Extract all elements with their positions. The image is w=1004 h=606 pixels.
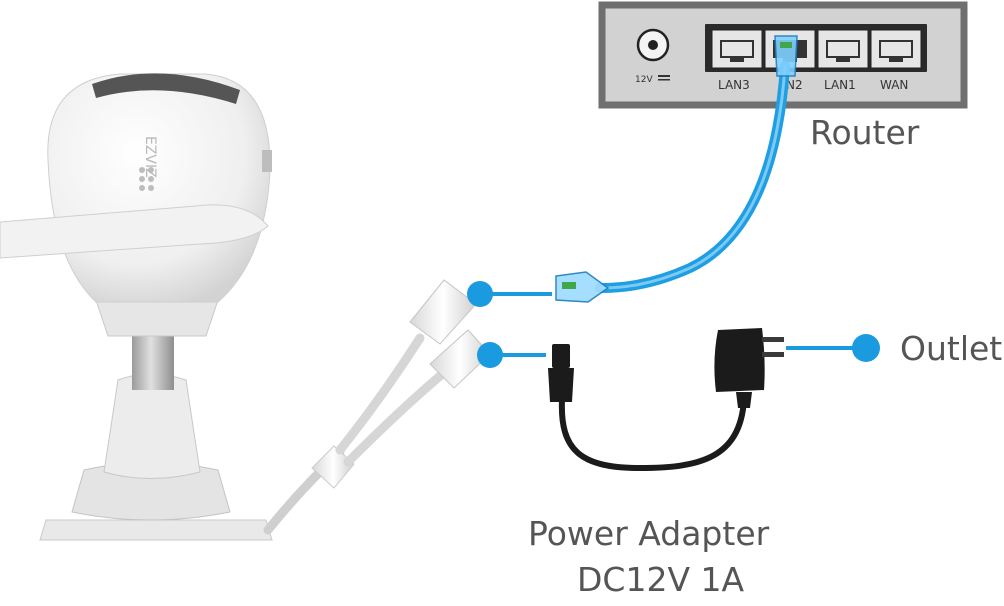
camera-body: [47, 73, 271, 303]
router-label: Router: [810, 113, 920, 152]
router-port-label-lan3: LAN3: [718, 78, 750, 92]
ethernet-plug-camera: [555, 271, 610, 303]
camera-lens-ring: [92, 73, 240, 104]
camera-side-detail: [262, 150, 272, 172]
camera-tail-cables: [263, 279, 491, 535]
camera-neck: [95, 299, 219, 337]
camera: EZVIZ: [0, 73, 273, 541]
adapter-prong-bottom: [762, 352, 784, 357]
outlet-label: Outlet: [900, 329, 1003, 368]
ethernet-cable: [555, 35, 798, 303]
callouts: [467, 281, 880, 368]
tail-cable-splitter: [311, 445, 355, 489]
router-port-label-lan1: LAN1: [824, 78, 856, 92]
power-adapter: [548, 328, 784, 472]
adapter-cable: [558, 397, 747, 472]
router-port-label-wan: WAN: [880, 78, 908, 92]
power-adapter-spec-label: DC12V 1A: [577, 560, 745, 599]
camera-sun-shield: [0, 204, 269, 259]
tail-cable-network: [335, 333, 425, 455]
adapter-body: [714, 328, 765, 392]
router-port-label-lan2: N2: [786, 78, 803, 92]
adapter-barrel-body: [548, 368, 574, 402]
tail-cable-power: [343, 371, 445, 467]
adapter-barrel-tip: [552, 344, 570, 368]
camera-logo-mark: [139, 167, 154, 191]
adapter-prong-top: [762, 337, 784, 342]
power-adapter-label: Power Adapter: [528, 514, 770, 553]
router-power-label: 12V: [635, 75, 653, 85]
callout-dot-network: [467, 281, 493, 307]
callout-dot-power: [477, 342, 503, 368]
callout-dot-outlet: [852, 334, 880, 362]
camera-base-plate: [39, 519, 273, 541]
camera-brand-text: EZVIZ: [142, 136, 158, 178]
camera-metal-stem: [132, 330, 174, 390]
